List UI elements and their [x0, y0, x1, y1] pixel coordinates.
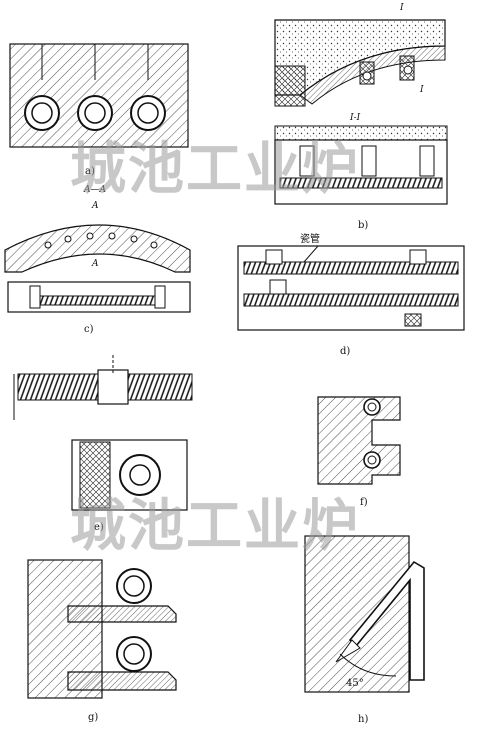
panel-h-angle-arc [339, 653, 397, 677]
panel-g: g) [27, 559, 177, 723]
panel-b-section [274, 139, 448, 205]
panel-b-marker-side: I [419, 85, 424, 95]
panel-c-section-label: A—A [83, 185, 106, 195]
panel-b-marker-top: I [399, 3, 404, 13]
panel-a: a) [9, 43, 189, 177]
panel-f: f) [317, 396, 401, 508]
panel-h-hook [348, 560, 425, 681]
panel-e: e) [13, 355, 193, 533]
panel-a-heater-tube [24, 95, 60, 131]
panel-c-marker-top: A [91, 201, 99, 211]
panel-d-frame [237, 245, 465, 331]
panel-a-caption: a) [85, 166, 95, 177]
panel-c-pin-row [44, 232, 158, 249]
panel-d-callout: 瓷管 [300, 232, 320, 245]
panel-h-angle: 45° [346, 678, 364, 689]
panel-h-caption: h) [358, 714, 368, 725]
panel-e-caption: e) [94, 522, 104, 533]
panel-f-caption: f) [360, 497, 368, 508]
panel-c: A—A A A c) [4, 185, 191, 335]
panel-b: I I I-I b) [274, 3, 448, 231]
panel-c-coil [39, 295, 161, 306]
panel-c-marker-bottom: A [91, 259, 99, 269]
panel-a-heater-tube [130, 95, 166, 131]
panel-e-hook [97, 369, 129, 405]
panel-g-shelf [67, 671, 177, 691]
panel-h-wall [304, 535, 410, 693]
panel-d: 瓷管 d) [237, 232, 465, 357]
panel-b-coil [279, 177, 443, 189]
panel-d-coil-lower [243, 293, 459, 307]
watermark: 城池工业炉 [70, 137, 360, 202]
panel-c-arch [4, 224, 191, 273]
panel-g-caption: g) [88, 712, 98, 723]
panel-b-caption: b) [358, 220, 368, 231]
panel-c-caption: c) [84, 324, 94, 335]
panel-d-caption: d) [340, 346, 350, 357]
panel-b-section-label: I-I [349, 113, 361, 123]
panel-e-section [71, 439, 188, 511]
panel-b-block [274, 65, 306, 107]
panel-g-shelf [67, 605, 177, 623]
watermark: 城池工业炉 [70, 494, 360, 559]
panel-d-coil-upper [243, 261, 459, 275]
panel-h: 45° h) [304, 535, 425, 725]
panel-c-elevation [7, 281, 191, 313]
panel-f-wall [317, 396, 401, 485]
panel-a-heater-tube [77, 95, 113, 131]
